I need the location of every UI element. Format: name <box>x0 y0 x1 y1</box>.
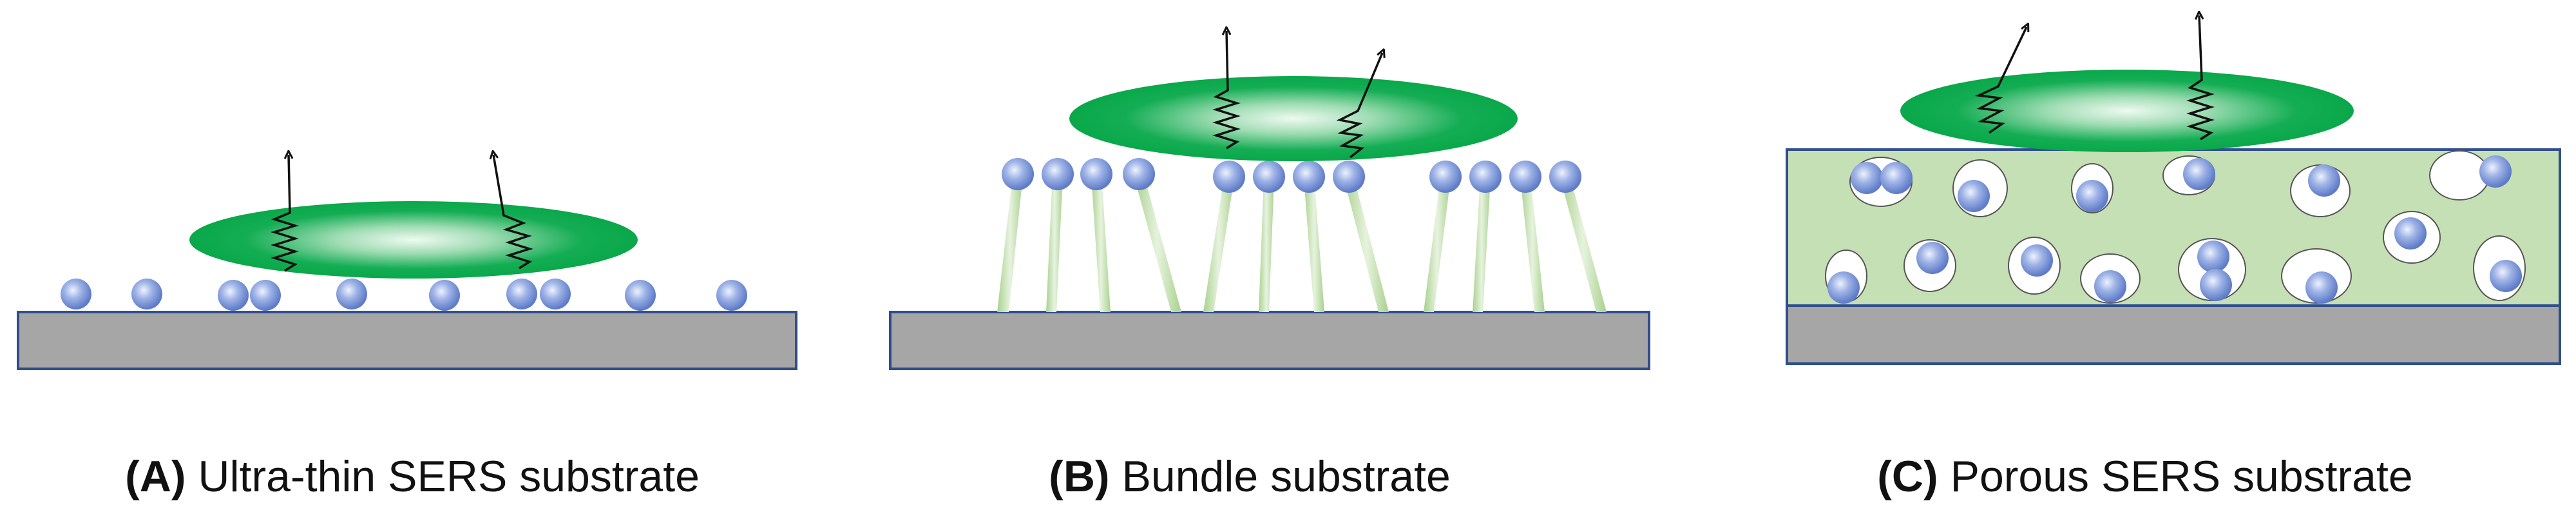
nanoparticle <box>2394 217 2427 250</box>
nanoparticle <box>1080 158 1112 190</box>
analyte-molecule-cloud <box>1900 70 2354 152</box>
nanoparticle <box>540 279 571 309</box>
wavy-arrow <box>1212 31 1241 150</box>
nanopillar <box>1134 175 1181 312</box>
nanoparticle <box>1253 161 1285 193</box>
base-substrate <box>17 311 797 370</box>
caption-letter: (B) <box>1049 452 1110 501</box>
nanopillar <box>1259 178 1274 312</box>
panel-b <box>889 31 1650 370</box>
caption-panel-a: (A) Ultra-thin SERS substrate <box>52 451 773 516</box>
nanoparticle <box>1880 162 1913 194</box>
nanoparticle <box>625 280 656 311</box>
nanoparticle <box>1429 161 1462 193</box>
wavy-arrow <box>1336 53 1382 159</box>
wavy-arrow <box>271 155 299 272</box>
nanoparticle <box>506 279 537 309</box>
nanopillar <box>1560 178 1607 312</box>
nanoparticle <box>2076 180 2108 212</box>
nanoparticle <box>1042 158 1074 190</box>
scattered-light-arrows <box>1974 15 2215 141</box>
nanopillar <box>997 175 1023 312</box>
caption-title: Ultra-thin SERS substrate <box>198 452 700 501</box>
nanoparticle <box>1509 161 1541 193</box>
nanoparticle <box>1469 161 1502 193</box>
wavy-arrow <box>2186 15 2215 141</box>
base-substrate <box>889 311 1650 370</box>
nanoparticle <box>61 279 91 309</box>
nanoparticle <box>2200 269 2232 301</box>
nanopillar <box>1344 178 1389 312</box>
wavy-arrow <box>1974 27 2027 134</box>
nanoparticle <box>2490 260 2522 292</box>
nanopillars <box>997 175 1607 312</box>
nanoparticle <box>250 280 281 311</box>
nanopillar <box>1091 175 1111 312</box>
nanopillar <box>1424 178 1451 312</box>
nanoparticle <box>2308 164 2340 197</box>
nanoparticle <box>1333 161 1365 193</box>
nanoparticle <box>1213 161 1245 193</box>
nanoparticle <box>716 280 747 311</box>
nanoparticle <box>2305 271 2338 304</box>
nanoparticle <box>1958 180 1990 212</box>
nanoparticle <box>429 280 460 311</box>
wavy-arrow <box>493 155 533 270</box>
nanoparticle <box>2479 155 2512 188</box>
panel-a <box>17 155 797 370</box>
nanoparticle <box>2197 240 2229 273</box>
embedded-nanoparticles <box>1827 155 2522 304</box>
nanoparticle <box>2021 244 2053 277</box>
panel-c <box>1786 15 2561 365</box>
nanoparticle <box>2094 270 2126 302</box>
nanopillar <box>1473 178 1491 312</box>
nanopillar <box>1304 178 1324 312</box>
base-substrate <box>1786 304 2561 365</box>
nanoparticles <box>61 279 747 311</box>
nanoparticle <box>131 279 162 309</box>
caption-letter: (A) <box>125 452 186 501</box>
caption-title: Bundle substrate <box>1121 452 1451 501</box>
caption-panel-c: (C) Porous SERS substrate <box>1791 451 2499 516</box>
nanoparticle <box>1851 162 1883 194</box>
nanoparticle <box>1123 158 1155 190</box>
nanoparticle <box>1002 158 1034 190</box>
nanopillar <box>1520 178 1545 312</box>
scattered-light-arrows <box>1212 31 1382 159</box>
nanopillar <box>1203 178 1234 312</box>
nanoparticle <box>1549 161 1581 193</box>
caption-letter: (C) <box>1877 452 1938 501</box>
nanoparticle <box>1293 161 1325 193</box>
nanoparticle <box>2183 158 2215 190</box>
nanoparticle <box>1827 271 1860 304</box>
analyte-molecule-cloud <box>189 201 638 279</box>
nanoparticle <box>336 279 367 309</box>
scattered-light-arrows <box>271 155 533 272</box>
nanopillar <box>1046 175 1063 312</box>
nanoparticle <box>218 280 249 311</box>
analyte-molecule-cloud <box>1069 76 1518 161</box>
nanoparticle <box>1916 242 1949 274</box>
caption-title: Porous SERS substrate <box>1950 452 2413 501</box>
caption-panel-b: (B) Bundle substrate <box>960 451 1540 516</box>
pillar-tip-nanoparticles <box>1002 158 1581 193</box>
